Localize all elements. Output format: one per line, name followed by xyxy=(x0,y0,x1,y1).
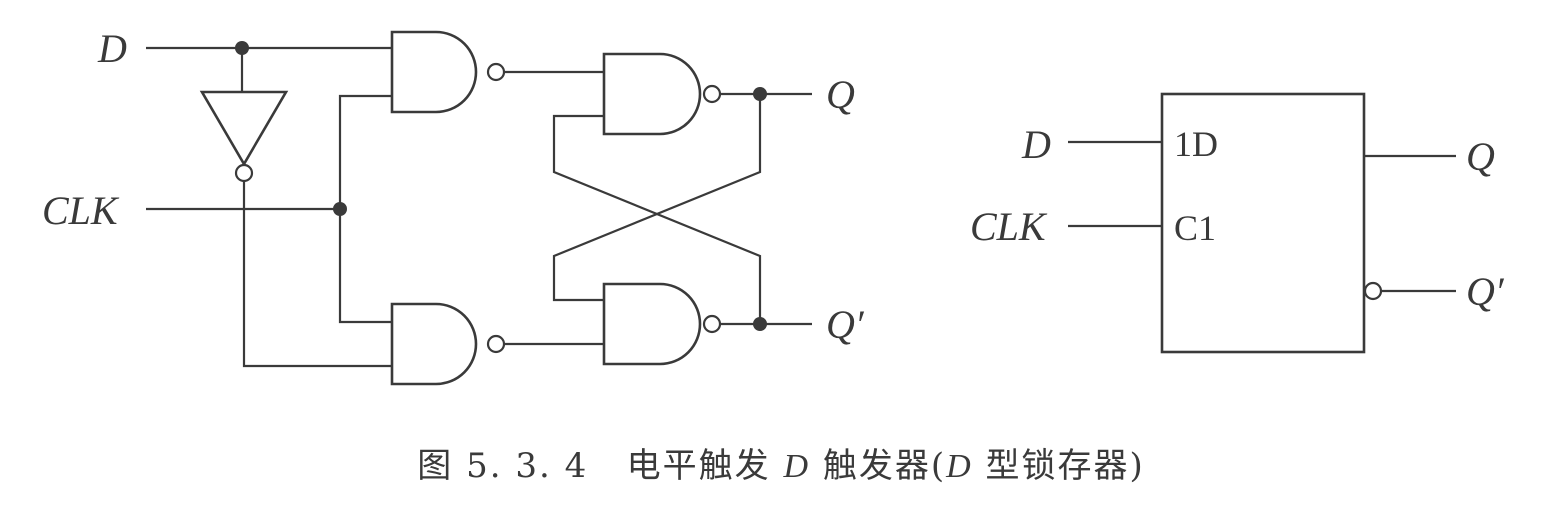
label-q: Q xyxy=(826,72,855,117)
symbol-label-clk: CLK xyxy=(970,204,1048,249)
caption-text-before: 电平触发 xyxy=(626,446,771,486)
nand-gate-1-bubble xyxy=(486,62,506,82)
symbol-pin-d: 1D xyxy=(1174,124,1218,164)
caption-text-mid: 触发器( xyxy=(822,446,947,486)
d-latch-symbol: 1D C1 D CLK Q Q′ xyxy=(970,92,1505,354)
symbol-label-d: D xyxy=(1021,122,1051,167)
label-clk: CLK xyxy=(42,188,120,233)
label-d: D xyxy=(97,26,127,71)
nand-gate-2 xyxy=(390,302,478,386)
caption-d-2: D xyxy=(946,448,973,485)
logic-circuit: D CLK Q Q′ xyxy=(42,26,865,386)
nand-gate-3-bubble xyxy=(702,84,722,104)
symbol-q-bar-bubble xyxy=(1363,281,1383,301)
wire-clk-to-upper-gate xyxy=(338,94,392,209)
wire-clk-to-lower-gate xyxy=(338,209,392,324)
caption-d-1: D xyxy=(783,448,811,485)
wire-feedback-q-bar-to-g3 xyxy=(552,114,762,324)
caption-text-after: 型锁存器) xyxy=(985,446,1145,486)
nand-gate-4 xyxy=(602,282,702,366)
inverter-gate xyxy=(199,90,289,167)
nand-gate-2-bubble xyxy=(486,334,506,354)
symbol-label-q: Q xyxy=(1466,134,1495,179)
wire-feedback-q-to-g4 xyxy=(552,94,762,302)
symbol-label-q-bar: Q′ xyxy=(1466,269,1505,314)
symbol-pin-c: C1 xyxy=(1174,208,1216,248)
nand-gate-3 xyxy=(602,52,702,136)
inverter-bubble xyxy=(234,163,254,183)
nand-gate-1 xyxy=(390,30,478,114)
label-q-bar: Q′ xyxy=(826,302,865,347)
figure-caption: 图 5. 3. 4 电平触发 D 触发器(D 型锁存器) xyxy=(0,438,1562,487)
symbol-box xyxy=(1160,92,1366,354)
nand-gate-4-bubble xyxy=(702,314,722,334)
wire-inverter-to-lower-gate xyxy=(242,181,392,368)
circuit-diagram: D CLK Q Q′ 1D C1 D CLK Q Q′ xyxy=(42,26,1505,386)
caption-number: 图 5. 3. 4 xyxy=(417,446,589,486)
